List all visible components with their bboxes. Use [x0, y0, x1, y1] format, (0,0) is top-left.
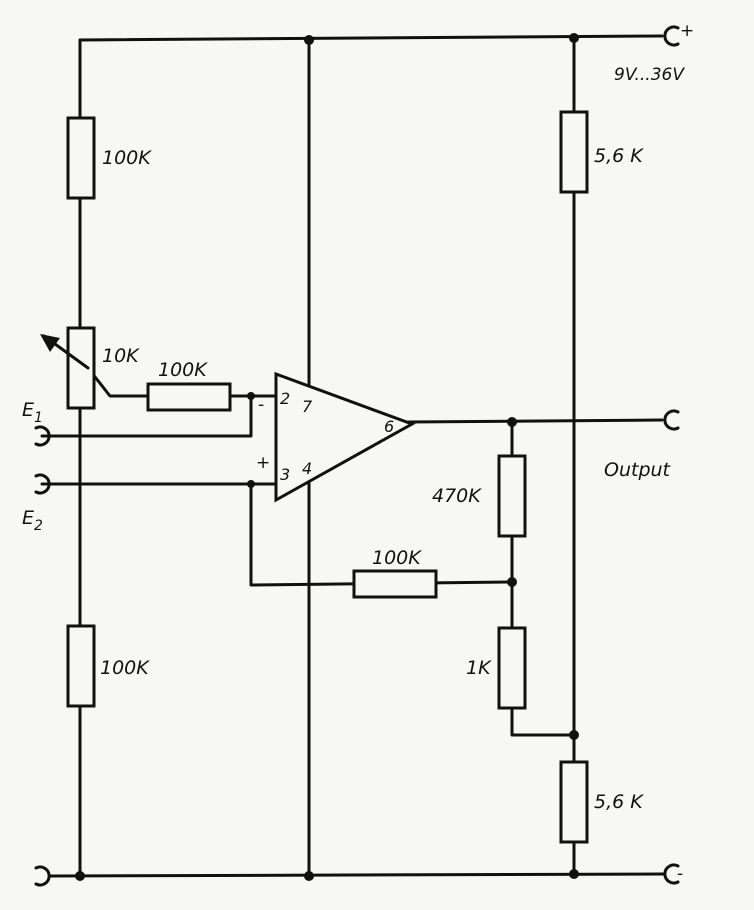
terminal-supply-minus — [663, 863, 680, 885]
terminal-supply-plus — [663, 25, 680, 47]
resistor-470k — [497, 454, 527, 538]
opamp-pin3: 3 — [280, 465, 290, 484]
terminal-e2 — [34, 473, 51, 495]
junction-right-mid — [569, 730, 579, 740]
junction-feedback — [507, 577, 517, 587]
label-divider-bottom: 100K — [100, 657, 150, 679]
supply-plus-sign: + — [680, 21, 694, 41]
potentiometer-10k — [66, 326, 96, 410]
input-e1-label: E1 — [22, 399, 43, 426]
terminal-ground-left — [34, 865, 51, 887]
junction-top-opamp — [304, 35, 314, 45]
terminals — [34, 25, 680, 887]
label-1k: 1K — [466, 657, 492, 679]
label-supply-bottom: 5,6 K — [594, 791, 644, 813]
terminal-output — [663, 409, 680, 431]
label-feedback-resistor: 100K — [372, 547, 422, 569]
resistor-supply-bottom — [559, 760, 589, 844]
label-470k: 470K — [432, 485, 482, 507]
supply-rail-top — [78, 34, 664, 42]
supply-rail-bottom — [48, 872, 666, 878]
junction-bottom-opamp — [304, 871, 314, 881]
junction-output — [507, 417, 517, 427]
pot-wiper-arrowhead — [40, 334, 60, 352]
label-input-resistor: 100K — [158, 359, 208, 381]
terminal-e1 — [34, 425, 51, 447]
resistor-feedback — [352, 569, 438, 599]
supply-voltage-label: 9V...36V — [614, 65, 685, 85]
junction-pin3 — [247, 480, 255, 488]
label-supply-top: 5,6 K — [594, 145, 644, 167]
junction-dots — [75, 33, 579, 881]
e1-input-wire — [40, 394, 253, 438]
opamp-pin7: 7 — [302, 397, 313, 416]
opamp-noninverting-sign: + — [256, 453, 270, 473]
label-divider-top: 100K — [102, 147, 152, 169]
opamp-pin2: 2 — [280, 389, 290, 408]
opamp-inverting-sign: - — [258, 395, 264, 415]
junction-bottom-left — [75, 871, 85, 881]
opamp-pin6: 6 — [384, 417, 394, 436]
opamp-pin4: 4 — [302, 459, 312, 478]
opamp-triangle — [274, 371, 416, 503]
junction-bottom-right — [569, 869, 579, 879]
output-wire — [406, 418, 664, 424]
label-pot: 10K — [102, 345, 140, 367]
resistor-divider-bottom — [66, 624, 96, 708]
resistor-input — [146, 382, 232, 412]
junction-pin2 — [247, 392, 255, 400]
junction-top-right — [569, 33, 579, 43]
output-label: Output — [604, 459, 672, 481]
supply-minus-sign: - — [677, 864, 683, 884]
resistor-divider-top — [66, 116, 96, 200]
resistor-supply-top — [559, 110, 589, 194]
resistor-1k — [497, 626, 527, 710]
input-e2-label: E2 — [22, 507, 43, 534]
